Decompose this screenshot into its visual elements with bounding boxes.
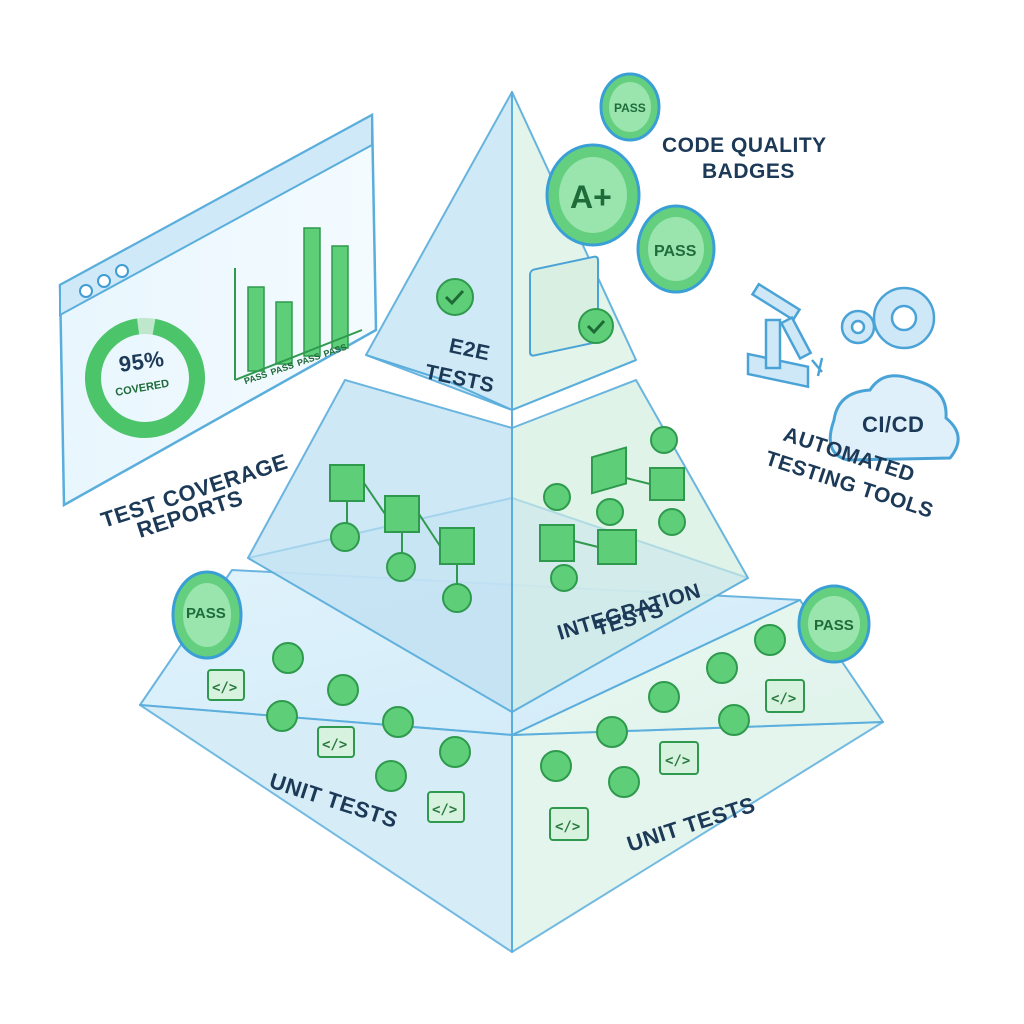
e2e-tier-right-face [511, 91, 637, 411]
pass-badge-right-label: PASS [814, 617, 854, 634]
grade-badge [545, 143, 641, 247]
pyramid [139, 91, 884, 953]
pass-badge-small-label: PASS [614, 101, 646, 115]
code-glyph: </> [212, 680, 237, 696]
code-glyph: </> [665, 753, 690, 769]
unit-tier-left-icons [207, 642, 471, 823]
flow-node [539, 524, 575, 562]
gears-icon [840, 286, 936, 350]
pass-badge-right [797, 584, 871, 664]
coverage-bar-chart [247, 227, 349, 372]
cloud-icon [828, 374, 960, 462]
code-glyph: </> [322, 737, 347, 753]
code-glyph: </> [432, 802, 457, 818]
code-icon [207, 669, 245, 701]
window-dot-icon [97, 274, 111, 288]
coverage-bar [247, 286, 265, 372]
coverage-bar [331, 245, 349, 349]
coverage-bar [275, 301, 293, 365]
flow-node [329, 464, 365, 502]
flow-node [439, 527, 475, 565]
window-dot-icon [115, 264, 129, 278]
coverage-donut-arc [85, 318, 205, 438]
coverage-bar [303, 227, 321, 357]
code-glyph: </> [555, 819, 580, 835]
cloud-label: CI/CD [862, 412, 924, 437]
badges-caption-line1: CODE QUALITY [662, 134, 827, 157]
robot-arm-icon [746, 282, 824, 389]
code-icon [549, 807, 589, 841]
pass-badge-small [599, 72, 661, 142]
code-icon [765, 679, 805, 713]
pass-badge-left [171, 570, 243, 660]
badges-caption-line2: BADGES [702, 160, 795, 183]
pass-badge-large [636, 204, 716, 294]
unit-tier-right-icons [540, 624, 805, 841]
code-glyph: </> [771, 691, 796, 707]
code-icon [659, 741, 699, 775]
flow-node [597, 529, 637, 565]
pass-badge-large-label: PASS [654, 243, 697, 260]
code-icon [427, 791, 465, 823]
code-icon [317, 726, 355, 758]
coverage-report-window [58, 112, 378, 508]
browser-window-icon [529, 255, 614, 357]
integration-flowchart-left [329, 464, 475, 613]
flow-node [591, 446, 627, 495]
flow-node [384, 495, 420, 533]
integration-flowchart-right [539, 426, 686, 592]
e2e-check-icon [436, 278, 474, 316]
window-dot-icon [79, 284, 93, 298]
flow-node [649, 467, 685, 501]
pass-badge-left-label: PASS [186, 605, 226, 622]
grade-badge-label: A+ [570, 179, 612, 215]
